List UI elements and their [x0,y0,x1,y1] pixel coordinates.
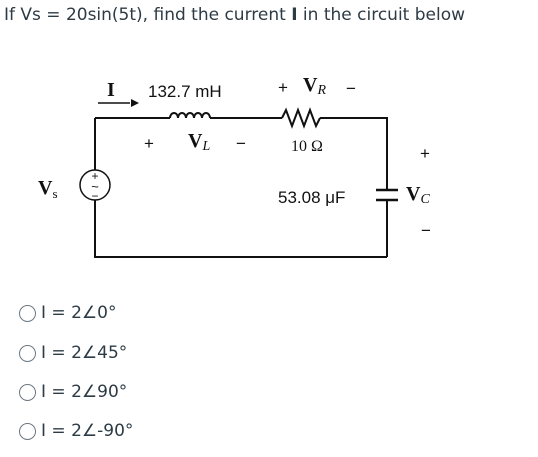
radio-button[interactable] [19,383,36,401]
resistor-value: 10 Ω [291,138,323,155]
inductor-coil [169,112,211,119]
current-label: I [107,79,115,101]
source-tilde: ~ [91,179,99,194]
inductor-value: 132.7 mH [148,82,222,101]
capacitor-value: 53.08 μF [278,188,345,207]
wire-top-right [320,117,388,190]
radio-button[interactable] [19,304,36,322]
voltage-source-circle [79,169,111,201]
vr-plus: + [278,78,288,97]
vr-minus: − [346,79,356,98]
option-1[interactable]: I = 2∠0° [19,301,116,325]
vr-subscript: R [316,83,326,98]
option-label: I = 2∠45° [41,343,128,363]
resistor-zigzag [281,107,321,129]
question-current-symbol: I [291,5,298,25]
source-minus: − [91,189,98,203]
vl-plus: + [144,134,154,153]
vc-plus: + [420,144,430,163]
option-3[interactable]: I = 2∠90° [19,380,127,404]
current-arrow-head [131,99,139,107]
option-label: I = 2∠0° [41,303,117,323]
circuit-diagram: + ~ − I 132.7 mH + VL − + VR − 10 Ω 53.0… [38,74,431,258]
question-text: If Vs = 20sin(5t), find the current I in… [4,5,465,25]
wire-bottom [94,200,387,258]
vl-minus: − [236,134,246,153]
question-suffix: in the circuit below [297,5,466,25]
option-label: I = 2∠-90° [41,421,134,441]
radio-button[interactable] [19,422,36,440]
vs-subscript: s [52,186,57,201]
vs-label: Vs [38,177,58,201]
option-4[interactable]: I = 2∠-90° [19,419,133,443]
option-2[interactable]: I = 2∠45° [19,341,127,365]
vc-minus: − [421,221,431,240]
vc-subscript: C [420,192,430,207]
source-plus: + [91,169,98,183]
vl-subscript: L [201,139,210,154]
vl-label: VL [188,130,210,154]
vc-label: VC [406,183,430,207]
radio-button[interactable] [19,344,36,362]
option-label: I = 2∠90° [41,382,128,402]
vr-label: VR [303,74,326,98]
question-prefix: If Vs = 20sin(5t), find the current [4,5,292,25]
